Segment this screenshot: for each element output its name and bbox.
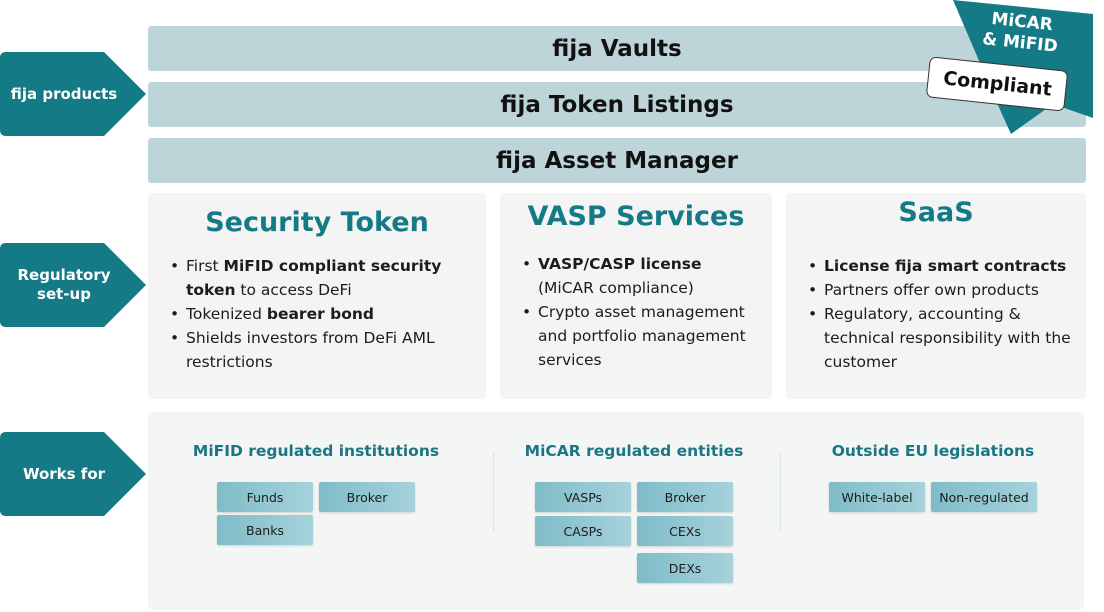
card-bullets: License fija smart contracts Partners of… bbox=[786, 254, 1086, 374]
card-bullets: VASP/CASP license (MiCAR compliance) Cry… bbox=[500, 252, 772, 372]
arrow-shape bbox=[0, 52, 146, 136]
column-title-micar: MiCAR regulated entities bbox=[524, 442, 744, 460]
chip-funds: Funds bbox=[217, 482, 313, 512]
chip-white-label: White-label bbox=[829, 482, 925, 512]
bullet-bold: License fija smart contracts bbox=[824, 257, 1067, 275]
column-title-mifid: MiFID regulated institutions bbox=[192, 442, 440, 460]
side-label-line1: Regulatory bbox=[17, 266, 111, 284]
side-label-text: fija products bbox=[10, 84, 118, 103]
bullet-bold: MiFID compliant security token bbox=[186, 257, 442, 299]
bullet-item: Partners offer own products bbox=[808, 278, 1076, 302]
column-divider bbox=[780, 452, 781, 532]
chip-casps: CASPs bbox=[535, 516, 631, 546]
column-divider bbox=[493, 452, 494, 532]
bullet-text: to access DeFi bbox=[235, 281, 352, 299]
chip-dexs: DEXs bbox=[637, 553, 733, 583]
chip-banks: Banks bbox=[217, 515, 313, 545]
bullet-text: Tokenized bbox=[186, 305, 267, 323]
compliance-badge: MiCAR & MiFID Compliant bbox=[925, 0, 1095, 135]
card-bullets: First MiFID compliant security token to … bbox=[148, 254, 486, 374]
card-saas: SaaS License fija smart contracts Partne… bbox=[786, 193, 1086, 399]
bullet-item: License fija smart contracts bbox=[808, 254, 1076, 278]
arrow-shape bbox=[0, 432, 146, 516]
bullet-item: Shields investors from DeFi AML restrict… bbox=[170, 326, 476, 374]
arrow-shape bbox=[0, 243, 146, 327]
chip-non-regulated: Non-regulated bbox=[931, 482, 1037, 512]
bullet-item: Crypto asset management and portfolio ma… bbox=[522, 300, 762, 372]
product-bar-asset-manager: fija Asset Manager bbox=[148, 138, 1086, 183]
card-title: SaaS bbox=[898, 197, 974, 228]
chip-vasps: VASPs bbox=[535, 482, 631, 512]
side-label-fija-products: fija products bbox=[0, 52, 146, 136]
side-label-works-for: Works for bbox=[0, 432, 146, 516]
chip-broker: Broker bbox=[637, 482, 733, 512]
badge-ribbon-shape bbox=[926, 0, 1093, 134]
works-for-panel: MiFID regulated institutions MiCAR regul… bbox=[148, 412, 1084, 610]
side-label-line2: set-up bbox=[37, 285, 91, 303]
card-vasp-services: VASP Services VASP/CASP license (MiCAR c… bbox=[500, 193, 772, 399]
card-title: Security Token bbox=[205, 207, 429, 238]
card-title: VASP Services bbox=[527, 201, 745, 232]
product-bar-label: fija Vaults bbox=[552, 35, 682, 62]
bullet-item: VASP/CASP license (MiCAR compliance) bbox=[522, 252, 762, 300]
bullet-item: Regulatory, accounting & technical respo… bbox=[808, 302, 1076, 374]
bullet-bold: bearer bond bbox=[266, 305, 374, 323]
bullet-bold: VASP/CASP license bbox=[538, 255, 702, 273]
chip-broker: Broker bbox=[319, 482, 415, 512]
bullet-text: (MiCAR compliance) bbox=[538, 279, 694, 297]
product-bar-label: fija Asset Manager bbox=[496, 147, 738, 174]
badge-pill-text: Compliant bbox=[942, 67, 1053, 101]
bullet-item: First MiFID compliant security token to … bbox=[170, 254, 476, 302]
bullet-text: First bbox=[186, 257, 224, 275]
bullet-item: Tokenized bearer bond bbox=[170, 302, 476, 326]
chip-cexs: CEXs bbox=[637, 516, 733, 546]
side-label-text: Works for bbox=[22, 464, 106, 483]
product-bar-label: fija Token Listings bbox=[500, 91, 734, 118]
card-security-token: Security Token First MiFID compliant sec… bbox=[148, 193, 486, 399]
column-title-outside-eu: Outside EU legislations bbox=[831, 442, 1035, 460]
